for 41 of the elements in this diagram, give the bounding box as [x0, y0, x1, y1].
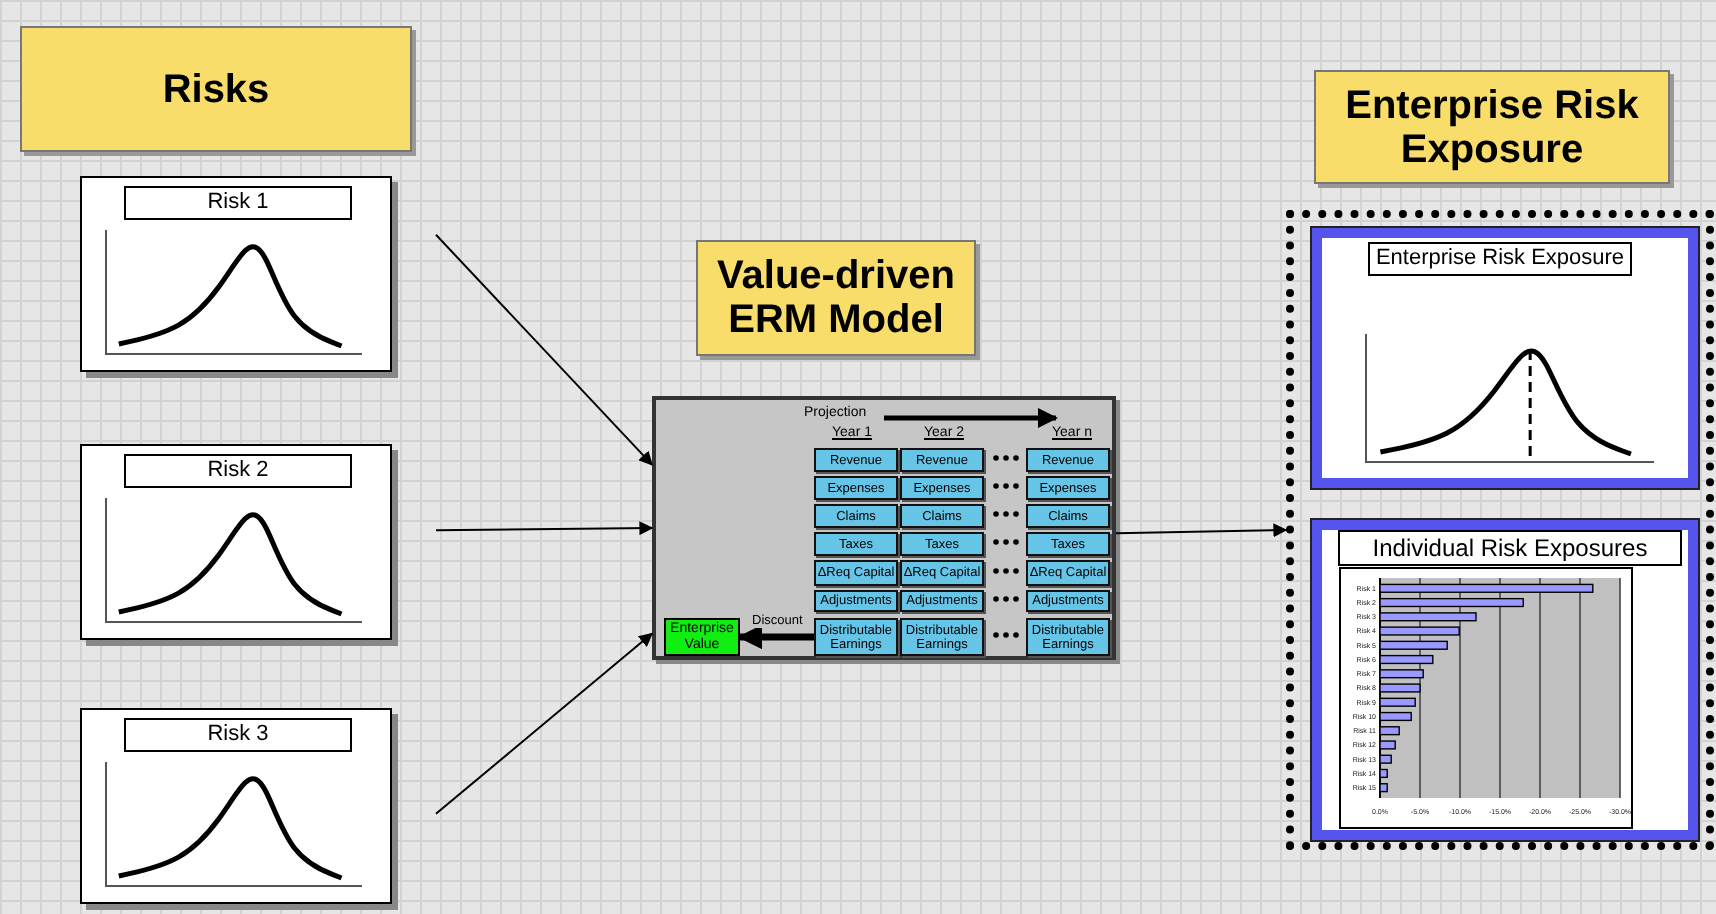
model-cell: [900, 476, 984, 500]
model-cell: [900, 590, 984, 612]
model-cell: [814, 448, 898, 472]
model-cell: [814, 476, 898, 500]
exposure-panel: [1312, 228, 1698, 488]
heading-box: [696, 240, 976, 356]
model-cell: [900, 560, 984, 586]
model-cell: [1026, 504, 1110, 528]
arrow: [737, 624, 814, 650]
chart-title: Risk 2: [124, 454, 352, 488]
model-cell: [900, 448, 984, 472]
exposure-panel: [1312, 520, 1698, 840]
arrow: [435, 632, 654, 815]
chart-title: Risk 1: [124, 186, 352, 220]
model-cell: [1026, 532, 1110, 556]
heading-text: Value-driven ERM Model: [715, 254, 957, 342]
arrow: [1115, 523, 1288, 538]
model-cell: [814, 504, 898, 528]
heading-text: Risks: [162, 67, 270, 111]
arrow: [435, 521, 654, 536]
heading-box: [20, 26, 412, 152]
arrow: [435, 233, 653, 466]
model-cell: [1026, 448, 1110, 472]
risk-chart-card: [80, 444, 392, 640]
dotted-group-frame: [1286, 210, 1714, 850]
model-cell: [814, 532, 898, 556]
chart-title: Risk 3: [124, 718, 352, 752]
model-cell: [900, 504, 984, 528]
risk-chart-card: [80, 708, 392, 904]
model-cell: [814, 590, 898, 612]
model-cell: [1026, 590, 1110, 612]
heading-box: [1314, 70, 1670, 184]
model-cell: [900, 532, 984, 556]
chart-title: Individual Risk Exposures: [1338, 530, 1682, 566]
model-panel: [652, 396, 1116, 660]
heading-text: Enterprise Risk Exposure: [1343, 83, 1641, 171]
chart-title: Enterprise Risk Exposure: [1368, 242, 1632, 276]
model-cell: [1026, 476, 1110, 500]
model-cell: [814, 560, 898, 586]
risk-chart-card: [80, 176, 392, 372]
model-cell: [1026, 560, 1110, 586]
